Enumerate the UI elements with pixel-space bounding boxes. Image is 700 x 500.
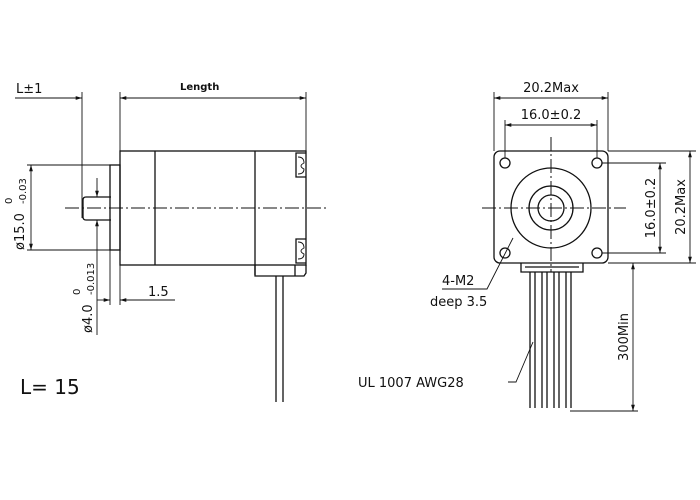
flange-diameter-label: ø15.0	[13, 213, 28, 250]
l-value-label: L= 15	[20, 375, 80, 399]
lead-length-label: 300Min	[617, 313, 632, 361]
hole-spacing-h-label: 16.0±0.2	[521, 108, 582, 123]
connector	[520, 263, 584, 273]
mount-hole	[591, 157, 603, 169]
motor-body	[119, 150, 307, 266]
notch-bottom	[295, 238, 306, 264]
shaft-diameter-label: ø4.0	[81, 304, 96, 333]
wires	[529, 272, 572, 408]
mount-holes-label: 4-M2	[442, 274, 474, 289]
length-label: Length	[180, 82, 219, 93]
wire-leader	[508, 341, 534, 383]
thickness-label: 1.5	[148, 285, 169, 300]
notch-top	[295, 152, 306, 178]
mount-hole	[499, 157, 511, 169]
overall-width-label: 20.2Max	[523, 81, 579, 96]
hole-depth-label: deep 3.5	[430, 295, 487, 310]
side-view: L±1 Length ø15.0 0 -0.03	[4, 82, 326, 402]
shaft-tol-lower: -0.013	[86, 263, 97, 295]
hole-spacing-v-label: 16.0±0.2	[644, 178, 659, 239]
overall-height-label: 20.2Max	[674, 179, 689, 235]
flange-tol-upper: 0	[4, 198, 15, 204]
flange-tol-lower: -0.03	[18, 178, 29, 204]
mount-hole	[499, 247, 511, 259]
wire-spec-label: UL 1007 AWG28	[358, 376, 464, 391]
shaft-tol-upper: 0	[72, 289, 83, 295]
hole-leader	[442, 237, 514, 290]
front-view: 20.2Max 16.0±0.2 16.0±0.2 20.2Max	[358, 81, 696, 412]
mount-hole	[591, 247, 603, 259]
l-tolerance-label: L±1	[16, 82, 42, 97]
